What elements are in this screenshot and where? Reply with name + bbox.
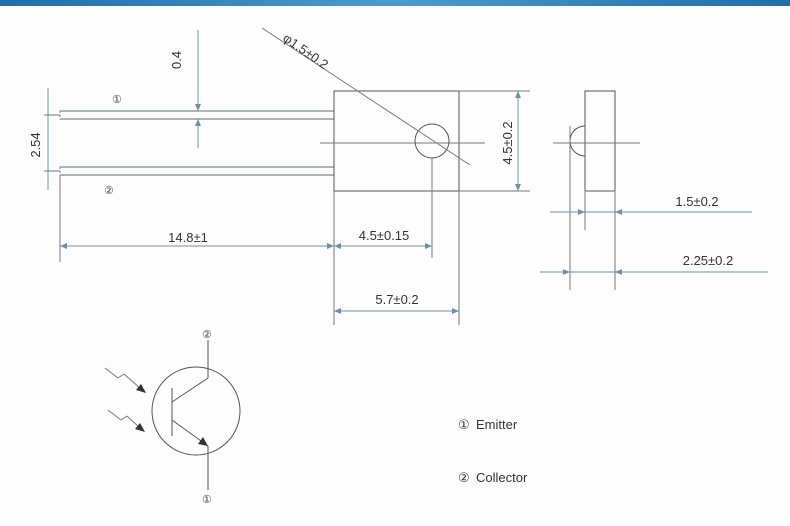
hole-diameter-leader [261, 27, 471, 166]
lead-thickness-label: 0.4 [169, 51, 184, 69]
lens-offset-dimension [334, 243, 432, 249]
side-view-lens [569, 125, 586, 157]
side-total-dimension [540, 269, 768, 275]
hole-diameter-label: φ1.5±0.2 [280, 30, 331, 72]
lead-length-dimension [60, 243, 334, 249]
symbol-collector-marker: ② [202, 329, 212, 341]
symbol-emitter-marker: ① [202, 494, 212, 506]
body-height-dimension [459, 90, 530, 192]
pin-pitch-label: 2.54 [28, 132, 43, 157]
legend-pin1-num: ① [458, 417, 470, 432]
lead-thickness-dimension [195, 30, 201, 148]
side-depth-label: 1.5±0.2 [675, 194, 718, 209]
lead-length-label: 14.8±1 [168, 230, 208, 245]
side-view-body [584, 90, 616, 192]
legend-pin1-name: Emitter [476, 417, 518, 432]
legend-pin2-num: ② [458, 470, 470, 485]
lead-top [59, 110, 334, 120]
phototransistor-symbol [104, 340, 241, 490]
body-width-dimension [334, 308, 459, 314]
lens-offset-label: 4.5±0.15 [359, 228, 410, 243]
body-outline [333, 90, 460, 192]
legend-pin2-name: Collector [476, 470, 528, 485]
pin-pitch-dimension [44, 88, 60, 190]
body-width-label: 5.7±0.2 [375, 292, 418, 307]
lens-circle [414, 123, 450, 159]
bottom-lead-marker: ② [104, 185, 114, 197]
header-bar [0, 0, 790, 6]
body-height-label: 4.5±0.2 [500, 121, 515, 164]
top-lead-marker: ① [112, 94, 122, 106]
side-depth-dimension [550, 209, 752, 215]
lead-bottom [59, 166, 334, 176]
side-total-label: 2.25±0.2 [683, 253, 734, 268]
